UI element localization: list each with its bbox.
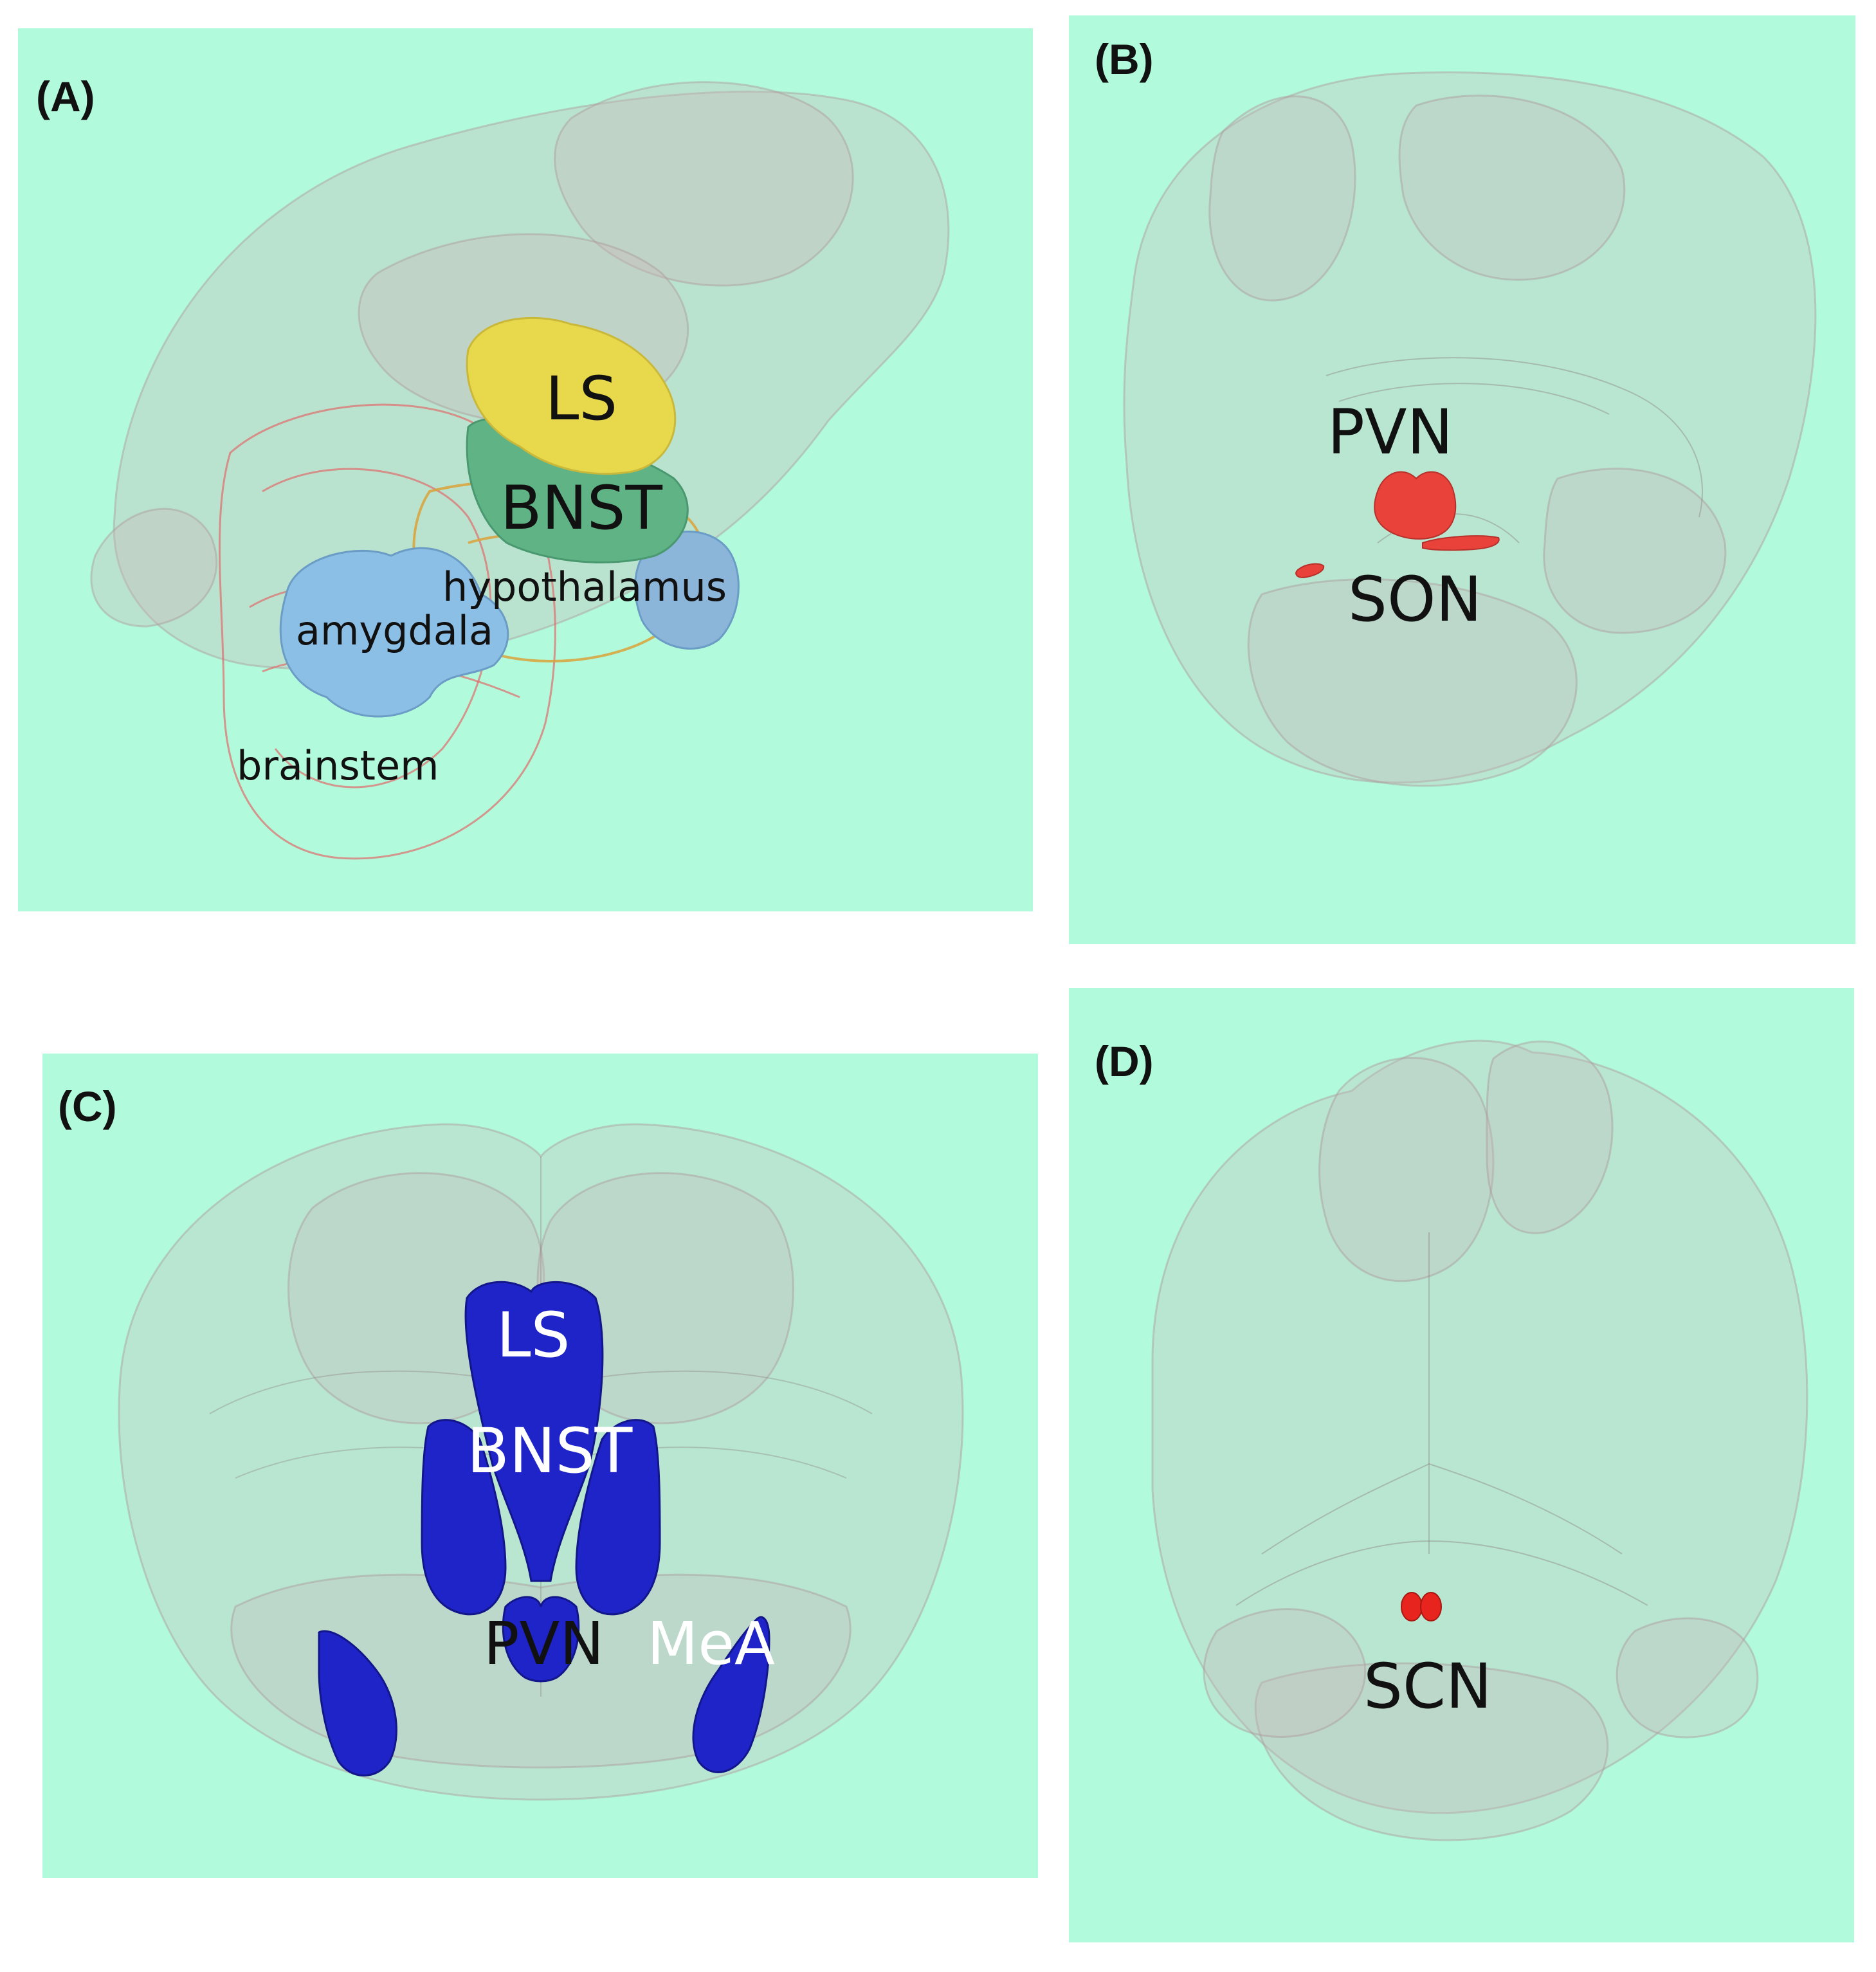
pvn-shape	[1374, 471, 1457, 540]
son-left-shape	[1295, 563, 1325, 579]
panel-b-label: (B)	[1095, 35, 1154, 83]
panel-c: (C) LS BNST PVN MeA	[42, 1054, 1038, 1878]
panel-a: (A) LS BNST hypothalamus amygdala brains…	[18, 28, 1033, 911]
amygdala-shape	[279, 547, 509, 718]
brain-outline-shape	[1151, 1039, 1808, 1814]
panel-d-label: (D)	[1095, 1037, 1154, 1085]
panel-a-brain-render	[90, 81, 950, 860]
panel-d-brain-render	[1151, 1039, 1808, 1841]
panel-c-label: (C)	[58, 1082, 117, 1130]
bnst-left-shape	[421, 1419, 507, 1616]
olfactory-bulb-right	[1486, 1040, 1614, 1234]
panel-c-brain-render	[118, 1123, 964, 1801]
pvn-label: PVN	[484, 1609, 605, 1678]
bnst-right-shape	[575, 1419, 661, 1616]
scn-label: SCN	[1363, 1650, 1492, 1722]
son-right-shape	[1422, 535, 1500, 551]
brainstem-mesh	[218, 403, 556, 860]
son-label: SON	[1348, 563, 1482, 635]
mea-label: MeA	[647, 1609, 775, 1678]
olfactory-bulb-left	[1318, 1057, 1495, 1283]
panel-a-label: (A)	[36, 73, 95, 120]
panel-b-brain-render	[1123, 71, 1817, 787]
hypothalamus-label: hypothalamus	[442, 563, 727, 610]
brain-outline-shape	[1123, 71, 1817, 784]
ls-label: LS	[545, 364, 618, 434]
scn-right-shape	[1420, 1592, 1442, 1621]
scn-left-shape	[1401, 1592, 1423, 1621]
brainstem-label: brainstem	[237, 742, 439, 789]
ls-shape	[466, 316, 677, 475]
mea-left-shape	[318, 1630, 397, 1776]
ls-label: LS	[496, 1299, 570, 1371]
hypothalamus-blue-shape	[634, 531, 740, 650]
bnst-label: BNST	[500, 473, 662, 543]
ls-shape	[464, 1281, 604, 1582]
pvn-label: PVN	[1327, 396, 1453, 468]
pvn-shape	[502, 1596, 580, 1683]
panel-b: (B) PVN SON	[1069, 15, 1855, 944]
amygdala-label: amygdala	[296, 607, 494, 654]
mea-right-shape	[692, 1616, 770, 1773]
bnst-label: BNST	[467, 1415, 633, 1487]
panel-d: (D) SCN	[1069, 988, 1854, 1942]
